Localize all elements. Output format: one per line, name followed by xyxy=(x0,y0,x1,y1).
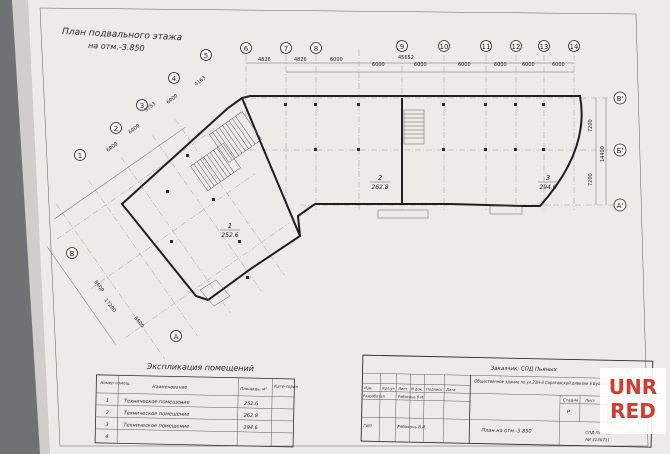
axis-2-label: 2 xyxy=(114,125,118,133)
axis-8-label: 8 xyxy=(314,45,318,53)
axis-a-prime-label: А' xyxy=(617,202,624,210)
dim-top-6: 6000 xyxy=(458,62,471,68)
unred-watermark: UNR RED xyxy=(600,368,666,434)
outer-walls xyxy=(120,95,583,302)
watermark-line2: RED xyxy=(610,399,656,423)
header-area: Площадь, м² xyxy=(240,386,267,392)
dim-right-1: 7200 xyxy=(588,119,594,132)
dim-right-3: 14400 xyxy=(600,146,606,162)
dim-top-7: 6000 xyxy=(494,62,507,68)
axis-b-prime-label: Б' xyxy=(617,147,624,155)
axis-v-label: В xyxy=(70,250,75,258)
axis-1-label: 1 xyxy=(78,152,82,160)
org-name: СПД Пьяных xyxy=(585,430,612,436)
axis-6-label: 6 xyxy=(244,45,249,53)
dim-top-9: 6000 xyxy=(552,62,565,68)
drawing-frame xyxy=(39,7,649,447)
top-axis-bubbles: 6 7 8 9 10 11 12 13 14 xyxy=(240,40,580,54)
binding-strip xyxy=(12,0,50,454)
row-1-area: 252.6 xyxy=(244,401,258,407)
stage-header: Стадия xyxy=(563,397,579,402)
row-gip-role: ГИП xyxy=(363,423,371,428)
row-gip-name: Рябоконь В.И. xyxy=(397,424,426,430)
drawing-subtitle: на отм.-3.850 xyxy=(88,41,145,53)
dim-top-3: 6000 xyxy=(330,57,343,63)
col-list: Лист xyxy=(397,387,408,391)
header-number: Номер помещ. xyxy=(100,380,130,386)
dim-top-8: 6000 xyxy=(522,62,535,68)
room-labels: 1 252.6 2 262.8 3 294.6 xyxy=(220,174,558,239)
object-description: Общественное здание по ул.23Н-й Саратовс… xyxy=(474,378,654,388)
row-3-number: 3 xyxy=(105,422,108,428)
header-category: Кате-гория xyxy=(274,384,298,390)
axis-7-label: 7 xyxy=(284,45,288,53)
room-1-area: 252.6 xyxy=(221,232,238,239)
floor-plan xyxy=(46,50,620,360)
axis-v-prime-label: В' xyxy=(617,95,624,103)
header-name: Наименование xyxy=(152,384,187,391)
room-3-number: 3 xyxy=(546,174,550,182)
sheet-header: Лист xyxy=(584,398,596,403)
stage-value: Р xyxy=(567,409,570,415)
columns xyxy=(166,103,545,279)
axis-11-label: 11 xyxy=(482,43,491,51)
axis-12-label: 12 xyxy=(512,43,521,51)
dim-top-1: 4826 xyxy=(258,57,271,63)
axis-5-label: 5 xyxy=(204,52,208,60)
row-4-number: 4 xyxy=(105,434,108,440)
dim-top-5: 6000 xyxy=(414,62,427,68)
col-kol: Кол.уч xyxy=(382,387,395,391)
row-developed-role: Разработал xyxy=(363,394,386,398)
row-3-area: 294.6 xyxy=(243,425,257,431)
sheet-name: План на отм.-3.850 xyxy=(481,428,531,435)
axis-14-label: 14 xyxy=(570,43,579,51)
axis-3-label: 3 xyxy=(140,102,144,110)
stair-left2 xyxy=(190,142,241,192)
org-code: АИ 3130711 xyxy=(584,437,610,443)
axis-a-label: А xyxy=(174,333,179,341)
dim-top-2: 4826 xyxy=(294,57,307,63)
left-axis-bubbles: 1 2 3 4 5 В А xyxy=(66,49,212,342)
explication-table: Экспликация помещений Номер помещ. Наиме… xyxy=(94,362,299,448)
dim-overall: 45652 xyxy=(398,55,414,61)
room-2-number: 2 xyxy=(378,174,383,182)
row-2-area: 262.8 xyxy=(244,413,258,419)
row-3-name: Техническое помещение xyxy=(123,422,189,429)
stair-left xyxy=(209,111,262,163)
room-1-number: 1 xyxy=(228,222,232,230)
col-date: Дата xyxy=(445,388,455,392)
dim-top-4: 6000 xyxy=(372,62,385,68)
row-1-number: 1 xyxy=(106,398,109,404)
row-2-name: Техническое помещение xyxy=(124,410,190,417)
row-2-number: 2 xyxy=(106,410,109,416)
axis-13-label: 13 xyxy=(540,43,549,51)
right-axis-bubbles: В' Б' А' xyxy=(613,91,627,212)
dim-right-2: 7200 xyxy=(588,173,594,186)
top-axis-lines xyxy=(245,50,575,210)
col-izm: Изм. xyxy=(364,386,373,390)
room-3-area: 294.6 xyxy=(539,184,556,191)
room-2-area: 262.8 xyxy=(371,184,388,191)
watermark-line1: UNR xyxy=(609,375,657,399)
explication-title: Экспликация помещений xyxy=(146,362,254,373)
row-1-name: Техническое помещение xyxy=(124,398,190,405)
row-developed-name: Рябоконь В.И. xyxy=(398,395,424,400)
col-sign: Подпись xyxy=(426,387,442,391)
paper-sheet xyxy=(22,0,670,454)
axis-9-label: 9 xyxy=(400,43,404,51)
axis-10-label: 10 xyxy=(440,43,449,51)
stair-middle xyxy=(403,109,425,145)
customer-text: Заказчик: СПД Пьяных xyxy=(491,366,558,373)
col-ndoc: N док. xyxy=(411,387,423,391)
axis-4-label: 4 xyxy=(172,75,177,83)
